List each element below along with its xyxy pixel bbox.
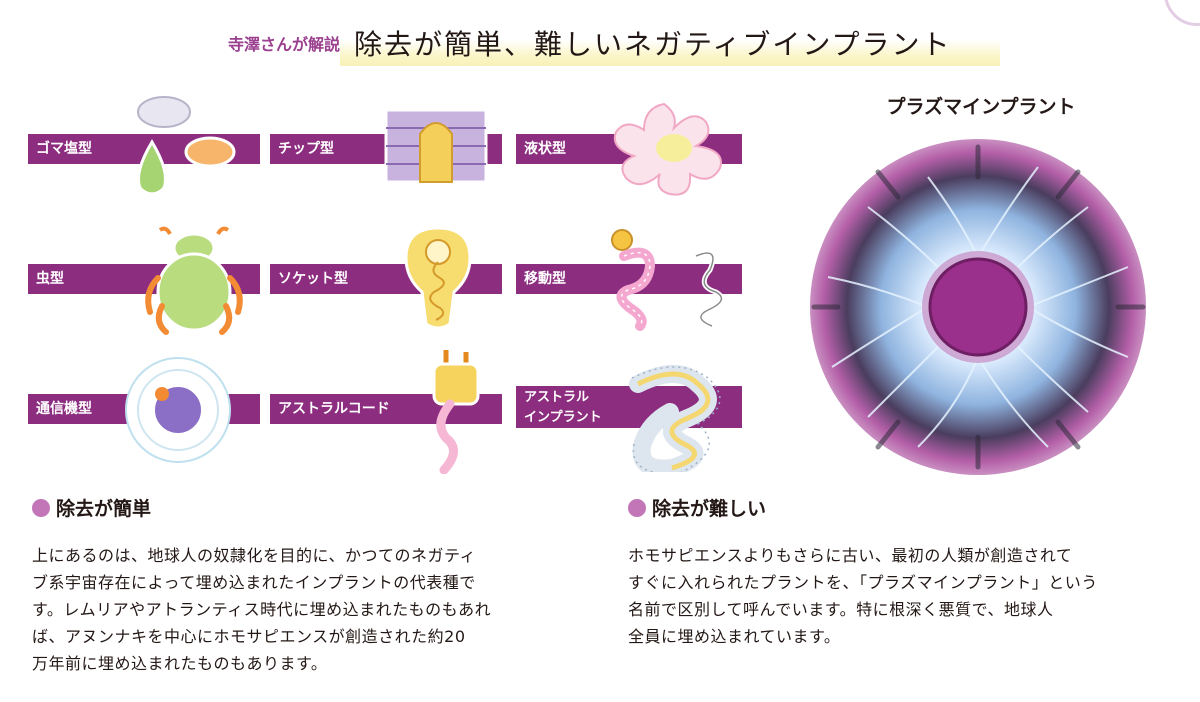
astral-ribbon-icon <box>629 365 721 472</box>
type-label: 液状型 <box>524 141 566 157</box>
type-item-moving: 移動型 <box>516 222 742 337</box>
title-highlight <box>340 40 1000 66</box>
section-body-easy: 上にあるのは、地球人の奴隷化を目的に、かつてのネガティ ブ系宇宙存在によって埋め… <box>32 542 592 677</box>
type-label: 通信機型 <box>36 401 92 417</box>
type-label: 移動型 <box>524 271 566 287</box>
bullet-dot-icon <box>628 498 646 517</box>
light-bulb-icon <box>404 226 472 330</box>
page-header: 寺澤さんが解説 除去が簡単、難しいネガティブインプラント <box>228 18 952 68</box>
heading-text: 除去が難しい <box>652 498 767 520</box>
page-title: 除去が簡単、難しいネガティブインプラント <box>354 28 952 61</box>
type-item-sesame: ゴマ塩型 <box>28 92 260 202</box>
orbit-icon <box>125 357 231 463</box>
type-item-communicator: 通信機型 <box>28 356 260 466</box>
body-line: 上にあるのは、地球人の奴隷化を目的に、かつてのネガティ <box>32 546 477 565</box>
body-line: す。レムリアやアトランティス時代に埋め込まれたものもあれ <box>32 600 492 619</box>
corner-decoration <box>1164 0 1200 26</box>
type-item-liquid: 液状型 <box>516 92 742 202</box>
body-line: 全員に埋め込まれています。 <box>628 627 841 646</box>
type-label-line1: アストラル <box>524 390 590 405</box>
section-body-hard: ホモサピエンスよりもさらに古い、最初の人類が創造されて すぐに入れられたプラント… <box>628 542 1173 650</box>
body-line: すぐに入れられたプラントを、「プラズマインプラント」という <box>628 573 1098 592</box>
page-subtitle: 寺澤さんが解説 <box>228 35 341 54</box>
sesame-seed-icon <box>137 96 236 196</box>
section-heading-hard: 除去が難しい <box>628 494 766 521</box>
bullet-dot-icon <box>32 498 50 517</box>
type-label: ソケット型 <box>278 271 348 287</box>
type-label: チップ型 <box>278 141 334 157</box>
heading-text: 除去が簡単 <box>56 498 152 520</box>
body-line: 名前で区別して呼んでいます。特に根深く悪質で、地球人 <box>628 600 1054 619</box>
type-item-socket: ソケット型 <box>270 222 502 337</box>
type-item-astral-cord: アストラルコード <box>270 346 502 476</box>
type-label-line2: インプラント <box>524 410 602 425</box>
type-item-chip: チップ型 <box>270 92 502 202</box>
type-label: 虫型 <box>36 271 64 287</box>
body-line: ホモサピエンスよりもさらに古い、最初の人類が創造されて <box>628 546 1073 565</box>
type-label: アストラル インプラント <box>524 386 602 430</box>
type-item-bug: 虫型 <box>28 222 260 337</box>
type-item-astral-implant: アストラル インプラント <box>516 364 742 474</box>
body-line: ば、アヌンナキを中心にホモサピエンスが創造された約20 <box>32 627 466 646</box>
liquid-splash-icon <box>613 102 722 196</box>
body-line: 万年前に埋め込まれたものもあります。 <box>32 654 328 673</box>
plasma-title: プラズマインプラント <box>886 96 1076 118</box>
plasma-implant-image <box>810 139 1146 475</box>
type-label: ゴマ塩型 <box>36 141 92 157</box>
bug-icon <box>145 226 243 335</box>
worm-icon <box>611 229 724 331</box>
section-heading-easy: 除去が簡単 <box>32 494 151 521</box>
plug-cord-icon <box>432 350 480 474</box>
body-line: ブ系宇宙存在によって埋め込まれたインプラントの代表種で <box>32 573 476 592</box>
type-label: アストラルコード <box>278 401 390 417</box>
chip-icon <box>384 108 488 184</box>
